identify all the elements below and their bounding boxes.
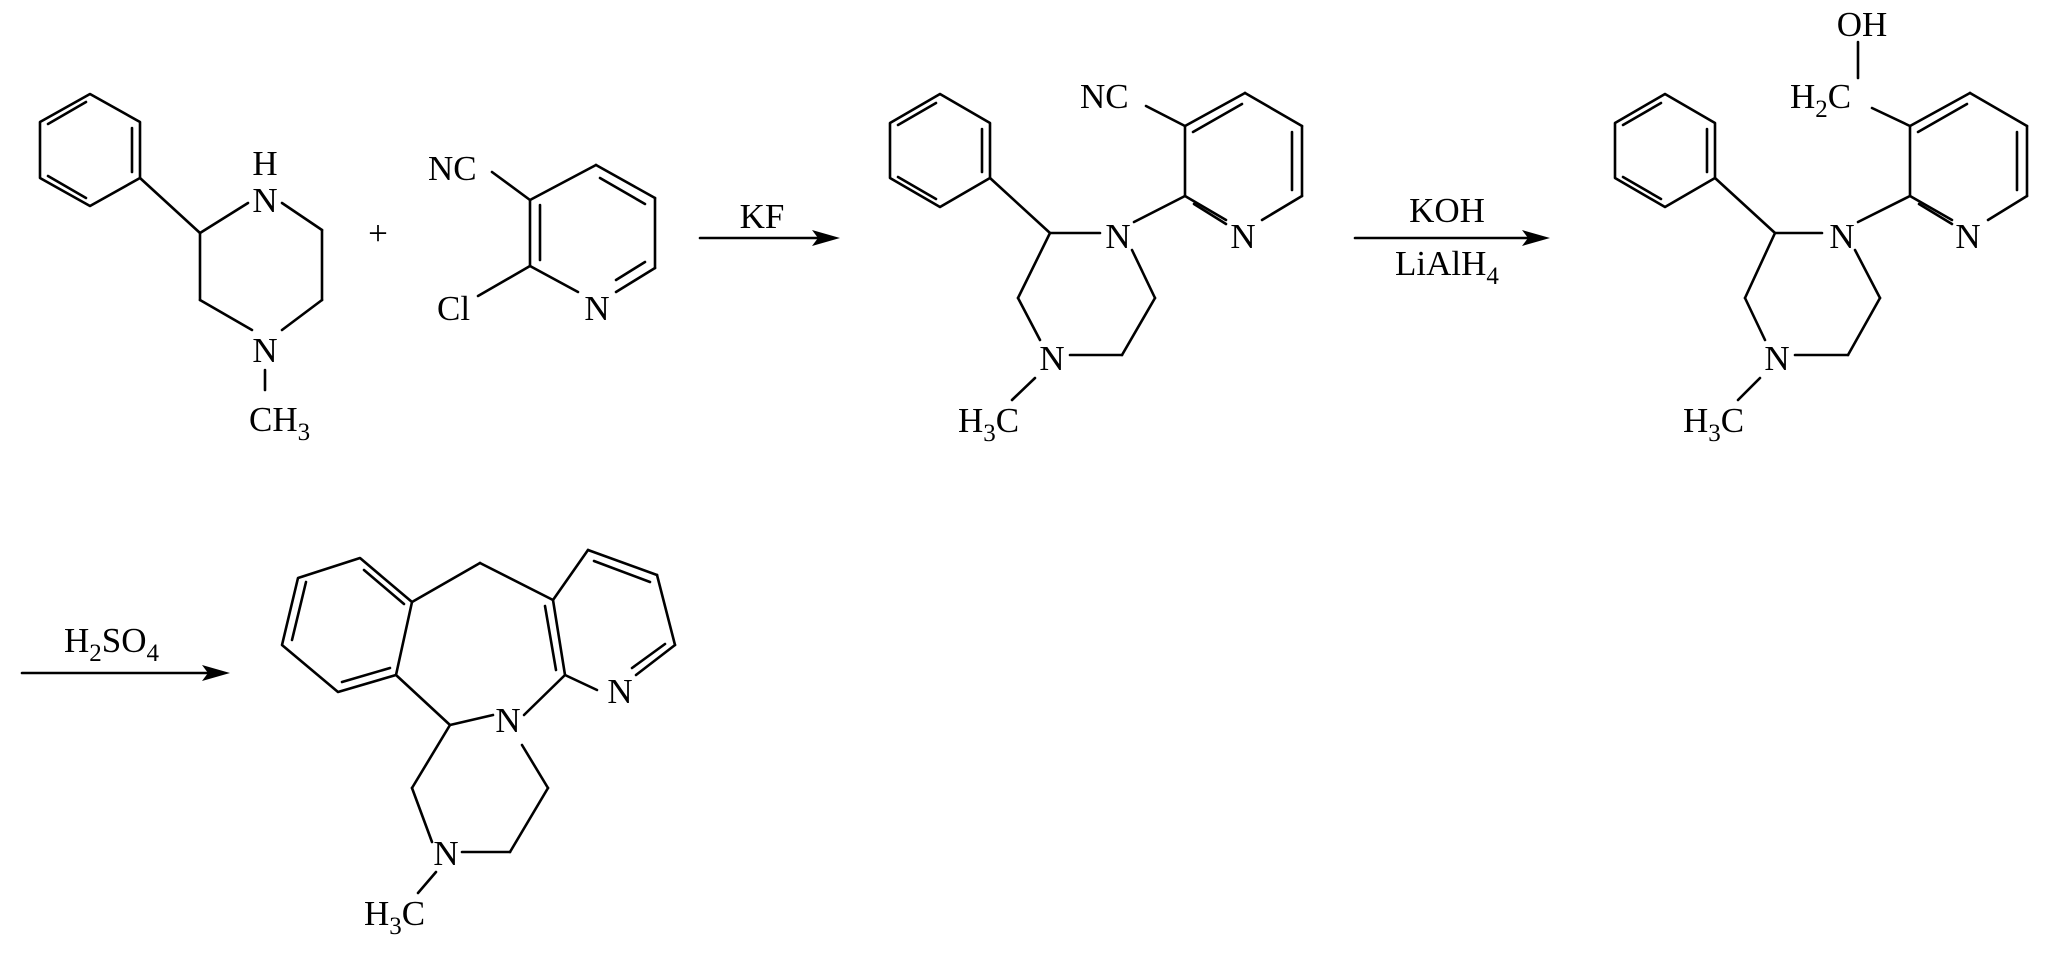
nh-hydrogen-label: H — [252, 144, 277, 183]
nitrile-bond — [490, 170, 532, 202]
hydroxyl-label: OH — [1837, 5, 1888, 44]
reaction-arrow-koh-lialh4: KOH LiAlH4 — [1353, 191, 1550, 290]
nh-nitrogen-label: N — [252, 181, 277, 220]
plus-sign: + — [368, 214, 388, 253]
pyridine-nitrogen-label: N — [607, 672, 632, 711]
methyl-label: CH3 — [249, 400, 310, 446]
chlorine-label: Cl — [437, 289, 470, 328]
pyridine-nitrogen-label: N — [1955, 217, 1980, 256]
methyl-label: H3C — [958, 401, 1019, 447]
pyridine-nitrogen-label: N — [584, 289, 609, 328]
piperazine-ring — [988, 176, 1157, 402]
nitrile-label: NC — [428, 149, 477, 188]
piperazine-n4-label: N — [1764, 339, 1789, 378]
reaction-arrow-kf: KF — [698, 197, 840, 246]
piperazine-ring — [410, 723, 550, 895]
ch2-ring-bond — [1870, 106, 1912, 128]
intermediate-1-nitrile: NC N N N H3C — [888, 77, 1304, 447]
piperazine-nitrogen-label: N — [433, 834, 458, 873]
methyl-label: H3C — [1683, 401, 1744, 447]
nitrile-label: NC — [1080, 77, 1129, 116]
pyridine-ring — [1856, 91, 2029, 226]
phenyl-ring — [38, 92, 142, 208]
pyridine-nitrogen-label: N — [1230, 217, 1255, 256]
piperazine-n1-label: N — [1829, 217, 1854, 256]
azepine-ring — [394, 561, 567, 727]
nitrile-bond — [1144, 104, 1187, 128]
phenyl-ring — [888, 92, 992, 209]
pyridine-ring — [1132, 91, 1304, 226]
reagent-koh-label: KOH — [1409, 191, 1485, 230]
pyridine-ring — [528, 163, 657, 294]
reagent-lialh4-label: LiAlH4 — [1395, 244, 1499, 290]
intermediate-2-alcohol: OH H2C N N N H3C — [1613, 5, 2029, 447]
reaction-arrow-h2so4: H2SO4 — [20, 621, 230, 681]
product-mirtazapine: N N N H3C — [280, 548, 677, 940]
reactant-1-phenylmethylpiperazine: H N N CH3 — [38, 92, 324, 446]
piperazine-n1-label: N — [1105, 217, 1130, 256]
phenyl-ring — [1613, 92, 1717, 209]
reagent-kf-label: KF — [740, 197, 785, 236]
methyl-label: H3C — [364, 894, 425, 940]
ch2-label: H2C — [1790, 77, 1851, 123]
n-methyl-nitrogen-label: N — [252, 331, 277, 370]
piperazine-ring — [1713, 176, 1882, 402]
bridge-nitrogen-label: N — [495, 701, 520, 740]
piperazine-n4-label: N — [1039, 339, 1064, 378]
reagent-h2so4-label: H2SO4 — [64, 621, 160, 667]
pyridine-ring — [551, 548, 677, 692]
benzo-ring — [280, 556, 414, 694]
reactant-2-chloronicotinonitrile: NC Cl N — [428, 149, 657, 328]
chlorine-bond — [476, 264, 532, 298]
piperazine-ring — [138, 176, 324, 392]
